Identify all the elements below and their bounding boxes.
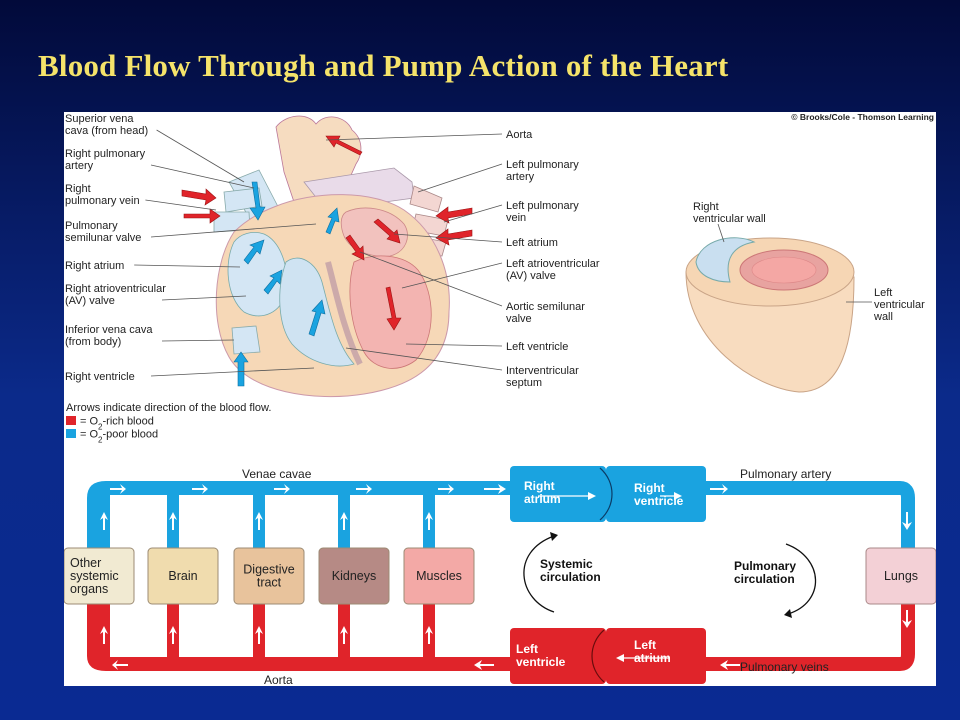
legend-intro: Arrows indicate direction of the blood f… (66, 402, 271, 414)
pulmonary-veins-label: Pulmonary veins (740, 660, 829, 674)
circulation-diagram (87, 466, 915, 684)
o2-rich-swatch (66, 416, 76, 425)
systemic-circulation-arrow (523, 535, 555, 613)
heart-label-right: Aorta (506, 129, 533, 141)
credit-text: © Brooks/Cole - Thomson Learning (791, 112, 934, 122)
heart-label-right: Left atrium (506, 237, 558, 249)
venae-cavae-label: Venae cavae (242, 467, 312, 481)
organ-return-vessels (98, 494, 435, 548)
heart-illustration (181, 115, 473, 398)
pulmonary-artery-label: Pulmonary artery (740, 467, 831, 481)
heart-label-left: Inferior vena cava(from body) (65, 324, 153, 348)
o2-poor-label: = O2-poor blood (80, 429, 158, 445)
o2-rich-arrows (181, 135, 473, 331)
organ-label: Brain (168, 569, 197, 583)
slide-title: Blood Flow Through and Pump Action of th… (38, 48, 729, 83)
organ-box: Kidneys (318, 547, 390, 605)
lungs-label: Lungs (884, 569, 918, 583)
heart-label-left: Right atrioventricular(AV) valve (65, 283, 166, 307)
pulmonary-circulation-arrow (785, 543, 817, 615)
interventricular-septum-wall (325, 261, 363, 366)
circuit-left-atrium (606, 628, 706, 684)
organ-label: Muscles (416, 569, 462, 583)
circuit-left-ventricle (510, 628, 606, 684)
right-ventricle-cavity (695, 237, 756, 283)
heart-label-left: Right atrium (65, 260, 124, 272)
heart-label-right: Left ventricle (506, 341, 568, 353)
heart-label-left: Right ventricle (65, 371, 135, 383)
pulmonary-artery-pipe (706, 481, 915, 548)
left-atrium-chamber (340, 207, 408, 257)
diagram-canvas: © Brooks/Cole - Thomson Learning (64, 112, 936, 686)
o2-poor-swatch (66, 429, 76, 438)
organ-label: Kidneys (332, 569, 376, 583)
heart-label-leaders (134, 129, 503, 377)
o2-poor-arrows (233, 181, 340, 387)
aorta-label: Aorta (264, 673, 293, 686)
aorta-pipe (87, 604, 510, 671)
o2-rich-label: = O2-rich blood (80, 416, 154, 432)
organ-box: Brain (147, 547, 219, 605)
circuit-right-atrium (510, 466, 606, 522)
lungs-box: Lungs (865, 547, 936, 605)
circuit-right-ventricle (606, 466, 706, 522)
venae-cavae-pipe (87, 481, 510, 548)
organ-box: Muscles (403, 547, 475, 605)
ventricle-cross-section (685, 223, 872, 393)
pipe-flow-arrows (100, 484, 912, 670)
diagram-panel: © Brooks/Cole - Thomson Learning (64, 112, 936, 686)
legend: Arrows indicate direction of the blood f… (66, 402, 271, 444)
organ-supply-vessels (98, 604, 435, 658)
pulmonary-veins-pipe (706, 604, 915, 671)
heart-label-right: Left atrioventricular(AV) valve (506, 258, 600, 282)
